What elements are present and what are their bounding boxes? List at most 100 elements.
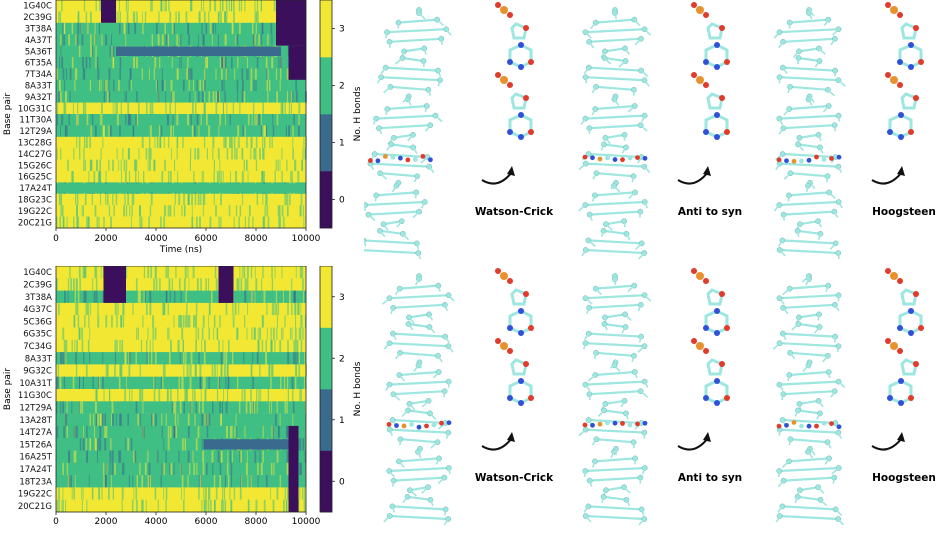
heatmap-streak: [297, 340, 298, 352]
heatmap-row: [56, 160, 306, 172]
heatmap-streak: [85, 194, 87, 205]
heatmap-streak: [192, 389, 193, 401]
highlight-atom: [421, 154, 426, 159]
oxygen-atom: [691, 268, 697, 274]
base-rung: [404, 48, 424, 51]
heatmap-streak: [110, 463, 111, 475]
heatmap-streak: [204, 91, 205, 102]
heatmap-streak: [69, 91, 70, 102]
heatmap-row: [56, 205, 306, 217]
nucleotide-pair: [495, 268, 534, 406]
heatmap-streak: [183, 500, 185, 512]
heatmap-streak: [236, 426, 237, 438]
heatmap-streak: [246, 278, 248, 290]
base-rung: [585, 202, 644, 205]
heatmap-streak: [302, 278, 304, 290]
heatmap-streak: [234, 137, 236, 148]
heatmap-streak: [146, 340, 147, 352]
row-label: 6T35A: [25, 59, 52, 69]
heatmap-streak: [125, 91, 126, 102]
heatmap-streak: [243, 352, 244, 364]
heatmap-streak: [101, 487, 102, 499]
heatmap-streak: [180, 291, 181, 303]
heatmap-streak: [168, 171, 169, 182]
backbone-stick: [641, 391, 648, 397]
heatmap-streak: [167, 389, 168, 401]
heatmap-streak: [198, 194, 200, 205]
heatmap-streak: [299, 487, 300, 499]
heatmap-streak: [115, 103, 116, 114]
arrow-head: [897, 432, 905, 442]
heatmap-streak: [204, 340, 206, 352]
heatmap-streak: [142, 426, 143, 438]
highlight-atom: [837, 155, 842, 160]
heatmap-streak: [86, 426, 87, 438]
backbone-stick: [818, 314, 819, 320]
heatmap-streak: [192, 103, 194, 114]
heatmap-streak: [164, 0, 165, 11]
base-rung: [798, 410, 820, 413]
heatmap-streak: [183, 340, 184, 352]
heatmap-streak: [86, 364, 88, 376]
heatmap-streak: [141, 475, 143, 487]
heatmap-streak: [124, 23, 125, 34]
row-label: 11G30C: [18, 391, 52, 401]
heatmap-streak: [157, 80, 158, 91]
cell-block: [289, 426, 299, 512]
heatmap-streak: [60, 148, 61, 159]
highlight-atom: [635, 155, 640, 160]
heatmap-streak: [102, 377, 103, 389]
heatmap-row: [56, 352, 306, 365]
heatmap-streak: [224, 487, 225, 499]
heatmap-streak: [256, 389, 257, 401]
heatmap-streak: [103, 463, 104, 475]
base-rung: [790, 87, 828, 90]
heatmap-streak: [257, 401, 258, 413]
highlight-atom: [792, 159, 797, 164]
heatmap-streak: [220, 194, 222, 205]
heatmap-streak: [74, 80, 75, 91]
heatmap-streak: [136, 401, 138, 413]
heatmap-streak: [262, 137, 263, 148]
heatmap-streak: [178, 194, 180, 205]
heatmap-streak: [234, 217, 235, 228]
heatmap-streak: [104, 125, 106, 136]
heatmap-streak: [257, 57, 259, 68]
heatmap-streak: [157, 137, 158, 148]
heatmap-streak: [137, 114, 138, 125]
heatmap-streak: [150, 340, 151, 352]
heatmap-streak: [267, 80, 268, 91]
heatmap-streak: [274, 0, 276, 11]
heatmap-streak: [257, 194, 258, 205]
nitrogen-atom: [518, 42, 524, 48]
oxygen-atom: [703, 12, 709, 18]
heatmap-streak: [142, 389, 144, 401]
heatmap-streak: [298, 103, 300, 114]
heatmap-streak: [182, 475, 184, 487]
heatmap-streak: [90, 34, 92, 45]
heatmap-streak: [286, 194, 288, 205]
backbone-stick: [435, 116, 442, 122]
base-rung: [585, 29, 644, 32]
heatmap-streak: [178, 68, 179, 79]
heatmap-row: [56, 125, 306, 137]
heatmap-streak: [187, 114, 189, 125]
nitrogen-atom: [887, 129, 893, 135]
highlight-atom: [383, 154, 388, 159]
base-rung: [605, 401, 624, 404]
heatmap-streak: [209, 377, 210, 389]
heatmap-streak: [156, 278, 158, 290]
heatmap-streak: [76, 34, 78, 45]
heatmap-streak: [113, 487, 114, 499]
heatmap-streak: [194, 389, 196, 401]
highlight-atom: [391, 155, 396, 160]
heatmap-streak: [129, 475, 130, 487]
cell-block: [56, 183, 306, 192]
heatmap-streak: [207, 57, 208, 68]
base-rung: [408, 410, 430, 413]
heatmap-streak: [64, 291, 66, 303]
heatmap-streak: [274, 340, 275, 352]
heatmap-streak: [185, 291, 186, 303]
heatmap-streak: [189, 315, 191, 327]
